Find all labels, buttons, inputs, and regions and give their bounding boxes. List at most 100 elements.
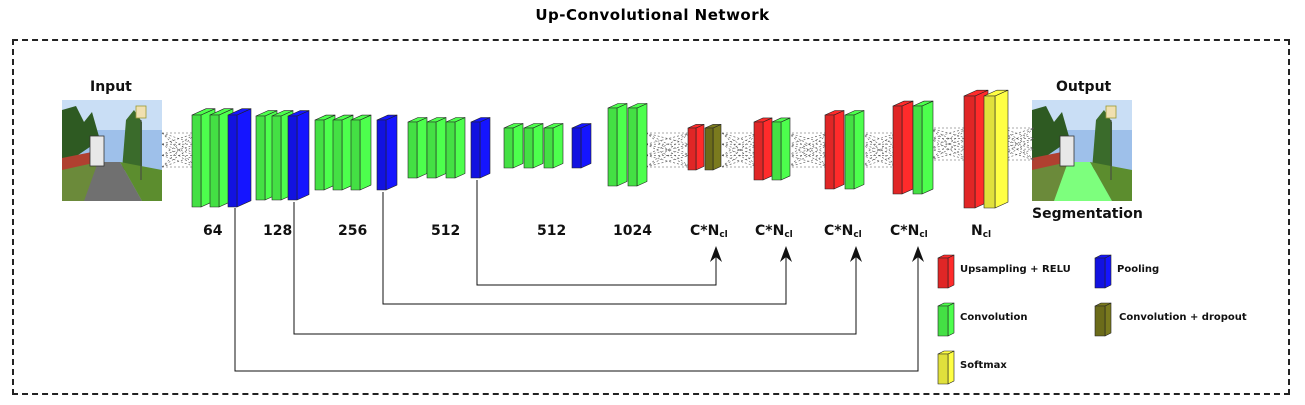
layer-block-dec3-1 <box>844 110 865 190</box>
layer-block-enc1-2 <box>227 108 252 208</box>
block-side-face <box>901 100 914 195</box>
dashed-frame <box>12 39 1290 395</box>
swatch-front <box>937 353 949 385</box>
block-side-face <box>833 110 845 190</box>
connector-line <box>645 132 691 168</box>
legend-dropout-label: Convolution + dropout <box>1119 312 1247 323</box>
connector-line <box>861 143 898 168</box>
connector-line <box>721 132 759 156</box>
output-label: Output <box>1056 79 1112 95</box>
diagram-title: Up-Convolutional Network <box>535 6 770 24</box>
block-side-face <box>994 89 1009 209</box>
block-front-face <box>824 114 835 190</box>
legend-dropout-swatch <box>1094 302 1112 337</box>
block-side-face <box>636 103 648 187</box>
connector-line <box>787 132 830 168</box>
connector-line <box>929 148 969 161</box>
block-front-face <box>376 119 387 191</box>
layer-block-final-1 <box>983 89 1009 209</box>
connector-line <box>161 143 197 168</box>
cn-label-4: C*Ncl <box>890 223 928 240</box>
block-front-face <box>523 127 534 169</box>
block-side-face <box>532 123 544 169</box>
channels-64-label: 64 <box>203 223 223 239</box>
swatch-front <box>1094 257 1106 289</box>
layer-block-dec1-0 <box>687 124 705 171</box>
layer-block-enc3-0 <box>314 114 336 191</box>
cn-label-1: C*Ncl <box>690 223 728 240</box>
connector-line <box>929 127 969 139</box>
cn-label-3: C*Ncl <box>824 223 862 240</box>
channels-1024-label: 1024 <box>613 223 652 239</box>
block-front-face <box>503 127 514 169</box>
block-side-face <box>780 117 791 181</box>
connector-line <box>787 155 830 168</box>
layer-block-mid-0 <box>607 103 628 187</box>
legend-convolution-swatch <box>937 302 955 337</box>
layer-block-dec2-1 <box>771 117 791 181</box>
connector-input <box>161 132 197 168</box>
layer-block-enc4-2 <box>445 117 466 179</box>
layer-block-enc4-0 <box>407 117 428 179</box>
block-front-face <box>571 127 582 169</box>
block-front-face <box>892 105 903 195</box>
layer-block-enc5-0 <box>503 123 524 169</box>
connector-line <box>929 127 969 161</box>
layer-block-enc5-2 <box>543 123 564 169</box>
block-front-face <box>704 127 714 171</box>
layer-block-mid-1 <box>627 103 648 187</box>
block-front-face <box>191 114 202 208</box>
block-front-face <box>912 105 923 195</box>
block-front-face <box>271 115 282 201</box>
skip-connections <box>234 180 924 372</box>
block-side-face <box>416 117 428 179</box>
layer-block-enc4-3 <box>470 117 491 179</box>
channels-512b-label: 512 <box>537 223 567 239</box>
block-side-face <box>853 110 865 190</box>
block-front-face <box>844 114 855 190</box>
connector-line <box>161 155 197 168</box>
block-front-face <box>771 121 782 181</box>
block-front-face <box>687 127 697 171</box>
connector-line <box>645 132 691 145</box>
input-image <box>62 100 162 201</box>
channels-256-label: 256 <box>338 223 368 239</box>
block-side-face <box>695 124 705 171</box>
connector-line <box>645 155 691 168</box>
legend-pooling-label: Pooling <box>1117 264 1160 275</box>
connector-line <box>999 127 1035 150</box>
skip-connection-256 <box>382 192 792 305</box>
layer-block-enc3-3 <box>376 114 398 191</box>
connector-dec1-dec2 <box>721 132 759 168</box>
connector-line <box>161 132 197 168</box>
block-side-face <box>296 110 310 201</box>
block-side-face <box>479 117 491 179</box>
layer-block-dec1-1 <box>704 124 722 171</box>
block-front-face <box>607 107 618 187</box>
connector-line <box>645 143 691 156</box>
layer-block-enc4-1 <box>426 117 447 179</box>
block-front-face <box>627 107 638 187</box>
skip-connection-64 <box>234 208 924 372</box>
block-front-face <box>255 115 266 201</box>
connector-line <box>645 132 691 145</box>
skip-connection-128 <box>293 202 862 335</box>
swatch-side <box>947 350 955 385</box>
block-front-face <box>287 115 298 201</box>
layer-block-enc5-1 <box>523 123 544 169</box>
block-side-face <box>712 124 722 171</box>
connector-line <box>999 138 1035 161</box>
skip-connection-512 <box>476 180 722 286</box>
connector-line <box>645 143 691 168</box>
connector-line <box>161 132 197 145</box>
block-side-face <box>921 100 934 195</box>
block-side-face <box>616 103 628 187</box>
block-side-face <box>512 123 524 169</box>
layer-block-enc3-2 <box>350 114 372 191</box>
cross-connectors <box>161 127 1035 168</box>
block-side-face <box>236 108 252 208</box>
layer-block-enc3-1 <box>332 114 354 191</box>
ncl-label: Ncl <box>971 223 992 240</box>
legend-convolution-label: Convolution <box>960 312 1028 323</box>
